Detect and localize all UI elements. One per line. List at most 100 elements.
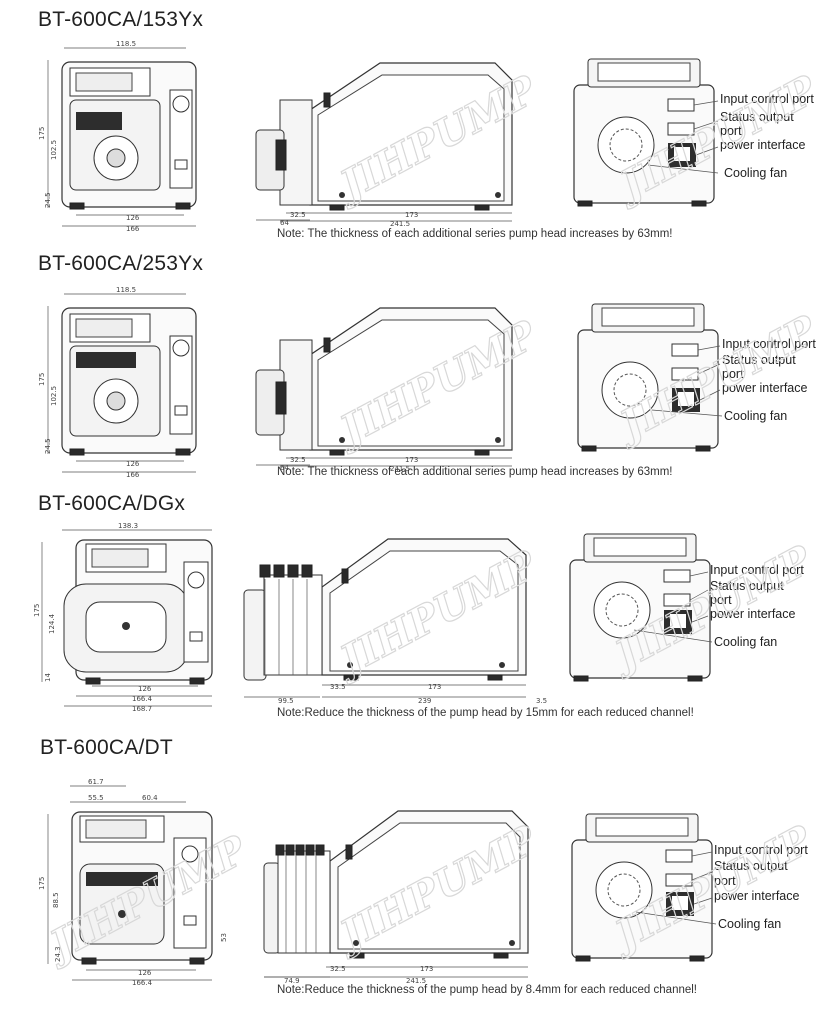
label-port: port [722,367,744,381]
back-view: Input control port Status output port po… [573,58,814,207]
dim-height: 175 [33,604,41,617]
dim-height: 175 [38,127,46,140]
dim-bottom1: 126 [138,969,152,977]
label-status-output: Status output [720,110,794,124]
model-title: BT-600CA/253Yx [38,252,204,275]
model-title: BT-600CA/153Yx [38,8,204,31]
dim-d2: 33.5 [330,683,346,691]
dim-d1: 64 [280,219,289,227]
label-cooling-fan: Cooling fan [718,917,781,931]
watermark-text: JIHPUMP [36,826,256,973]
watermark-text: JIHPUMP [326,816,546,963]
watermark: JIHPUMP [36,825,257,973]
dim-bottom3: 168.7 [132,705,152,713]
dim-d1: 99.5 [278,697,294,705]
front-view: 118.5 175 102.5 24.5 126 166 [38,286,197,479]
dim-bottom1: 126 [138,685,152,693]
label-power-interface: power interface [722,381,808,395]
watermark: JIHPUMP [326,815,547,963]
label-input-control-port: Input control port [714,843,808,857]
section-153yx: BT-600CA/153Yx 118.5 175 102.5 24.5 126 … [0,0,826,250]
watermark: JIHPUMP [606,65,826,213]
dim-d4: 241.5 [406,977,426,985]
label-input-control-port: Input control port [710,563,804,577]
dim-inner-height: 102.5 [50,386,58,406]
dim-d3: 173 [405,456,418,464]
back-view: Input control port Status output port po… [569,533,804,682]
watermark: JIHPUMP [606,305,826,453]
label-input-control-port: Input control port [720,92,814,106]
watermark-text: JIHPUMP [606,66,826,213]
watermark-text: JIHPUMP [326,66,546,213]
label-status-output: Status output [722,353,796,367]
dim-d5: 3.5 [536,697,547,705]
dim-d2: 32.5 [330,965,346,973]
dim-d4: 241.5 [390,220,410,228]
dim-top2: 55.5 [88,794,104,802]
dim-d1: 74.9 [284,977,300,985]
section-dt: BT-600CA/DT 61.7 55.5 60.4 175 88.5 24.3… [0,730,826,1024]
front-view: 61.7 55.5 60.4 175 88.5 24.3 53 126 166.… [38,778,228,987]
dim-top-width: 118.5 [116,40,136,48]
watermark-text: JIHPUMP [326,541,546,688]
side-view: 74.9 32.5 173 241.5 [263,810,529,985]
dim-base: 24.5 [44,438,52,454]
note-text: Note: The thickness of each additional s… [277,228,673,240]
dim-bottom2: 166 [126,225,140,233]
watermark: JIHPUMP [601,535,822,683]
section-dgx: BT-600CA/DGx 138.3 175 124.4 14 126 166.… [0,490,826,730]
watermark-text: JIHPUMP [606,306,826,453]
note-text: Note: The thickness of each additional s… [277,466,673,478]
label-port: port [714,874,736,888]
dim-bottom2: 166 [126,471,140,479]
label-power-interface: power interface [714,889,800,903]
watermark: JIHPUMP [326,310,547,458]
dim-bottom1: 126 [126,214,140,222]
dim-base: 24.5 [44,192,52,208]
dim-d4: 239 [418,697,431,705]
dim-height: 175 [38,373,46,386]
label-cooling-fan: Cooling fan [724,166,787,180]
dim-d4: 241.5 [390,465,410,473]
label-status-output: Status output [710,579,784,593]
label-port: port [720,124,742,138]
back-view: Input control port Status output port po… [577,303,816,452]
front-view: 118.5 175 102.5 24.5 126 166 [38,40,197,233]
side-view: 64 32.5 173 241.5 [255,307,513,473]
dim-inner-height: 102.5 [50,140,58,160]
side-view: 64 32.5 173 241.5 [255,62,513,228]
dim-inner-height: 88.5 [52,892,60,908]
label-power-interface: power interface [720,138,806,152]
dim-bottom1: 126 [126,460,140,468]
dim-d3: 173 [420,965,433,973]
model-title: BT-600CA/DGx [38,492,186,515]
label-input-control-port: Input control port [722,337,816,351]
dim-bottom2: 166.4 [132,695,153,703]
side-view: 99.5 33.5 173 239 3.5 [243,538,547,705]
dim-inner-height: 124.4 [48,613,56,634]
label-power-interface: power interface [710,607,796,621]
label-cooling-fan: Cooling fan [724,409,787,423]
section-253yx: BT-600CA/253Yx 118.5 175 102.5 24.5 126 … [0,250,826,490]
dim-d1: 64 [280,464,289,472]
watermark-text: JIHPUMP [601,816,821,963]
front-view: 138.3 175 124.4 14 126 166.4 168.7 [33,522,213,713]
label-status-output: Status output [714,859,788,873]
dim-top-width: 118.5 [116,286,136,294]
dim-bottom2: 166.4 [132,979,153,987]
model-title: BT-600CA/DT [40,736,173,759]
dim-base: 24.3 [54,946,62,962]
dim-d2: 32.5 [290,456,306,464]
dim-right: 53 [220,933,228,942]
dim-height: 175 [38,877,46,890]
watermark-text: JIHPUMP [326,311,546,458]
watermark: JIHPUMP [326,540,547,688]
dim-d3: 173 [405,211,418,219]
dim-top3: 60.4 [142,794,158,802]
back-view: Input control port Status output port po… [571,813,808,962]
watermark: JIHPUMP [326,65,547,213]
dim-d3: 173 [428,683,441,691]
label-port: port [710,593,732,607]
dim-top1: 61.7 [88,778,104,786]
dim-d2: 32.5 [290,211,306,219]
